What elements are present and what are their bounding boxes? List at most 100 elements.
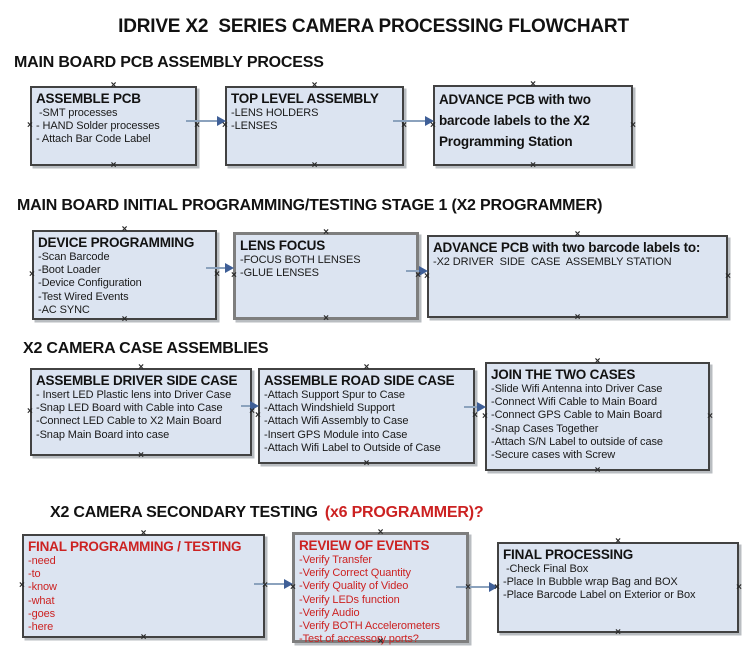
box-title: ASSEMBLE PCB <box>36 91 141 106</box>
box-item: -goes <box>28 607 56 620</box>
box-title: FINAL PROCESSING <box>503 547 634 562</box>
section-heading-secondary-testing-red: (x6 PROGRAMMER)? <box>324 504 484 521</box>
connector-handle-icon: × <box>363 362 370 373</box>
arrowhead-icon <box>477 402 486 412</box>
flow-arrow <box>456 582 498 592</box>
box-title: LENS FOCUS <box>240 238 326 253</box>
box-item: -Verify LEDs function <box>299 593 400 606</box>
box-item: -Verify Audio <box>299 606 360 619</box>
box-item: -Attach S/N Label to outside of case <box>491 435 663 448</box>
flow-box-advance-pcb-programming-station: ADVANCE PCB with two barcode labels to t… <box>430 80 636 171</box>
box-title: DEVICE PROGRAMMING <box>38 235 195 250</box>
box-item: -what <box>28 594 55 607</box>
box-items: -Check Final Box-Place In Bubble wrap Ba… <box>503 563 733 603</box>
connector-handle-icon: × <box>530 79 536 90</box>
box-item: -Verify Transfer <box>299 554 372 566</box>
section-heading-secondary-testing-black: X2 CAMERA SECONDARY TESTING <box>49 504 318 521</box>
box-item: -LENS HOLDERS <box>231 107 319 119</box>
section-heading-secondary-testing: X2 CAMERA SECONDARY TESTING (x6 PROGRAMME… <box>33 486 484 540</box>
arrowhead-icon <box>489 582 498 592</box>
box-item: -Snap Cases Together <box>491 422 599 435</box>
box-items: - Insert LED Plastic lens into Driver Ca… <box>36 389 246 442</box>
flow-box-join-the-two-cases: JOIN THE TWO CASES -Slide Wifi Antenna i… <box>482 357 713 476</box>
box-item: -SMT processes <box>36 107 118 119</box>
box-item: -Verify BOTH Accelerometers <box>299 620 440 633</box>
connector-handle-icon: × <box>736 581 742 593</box>
box-title: ADVANCE PCB with two barcode labels to: <box>433 240 701 255</box>
connector-handle-icon: × <box>707 410 713 422</box>
box-item: -AC SYNC <box>38 303 90 316</box>
connector-handle-icon: × <box>27 406 33 417</box>
box-item: -here <box>28 621 54 634</box>
arrowhead-icon <box>419 266 428 276</box>
connector-handle-icon: × <box>323 227 329 238</box>
box-item: -Snap LED Board with Cable into Case <box>36 402 223 415</box>
connector-handle-icon: × <box>140 632 147 643</box>
connector-handle-icon: × <box>377 636 384 647</box>
box-item: - Insert LED Plastic lens into Driver Ca… <box>36 389 232 401</box>
box-title: TOP LEVEL ASSEMBLY <box>231 91 379 106</box>
flow-arrow <box>464 402 486 412</box>
arrowhead-icon <box>250 401 259 411</box>
connector-handle-icon: × <box>472 410 478 421</box>
arrowhead-icon <box>425 116 434 126</box>
flow-arrow <box>393 116 434 126</box>
flow-box-review-of-events: REVIEW OF EVENTS -Verify Transfer-Verify… <box>290 527 471 647</box>
box-item: -Connect LED Cable to X2 Main Board <box>36 415 222 428</box>
box-item: -X2 DRIVER SIDE CASE ASSEMBLY STATION <box>433 256 672 268</box>
connector-handle-icon: × <box>594 356 601 367</box>
flow-box-assemble-road-side-case: ASSEMBLE ROAD SIDE CASE -Attach Support … <box>255 363 478 469</box>
connector-handle-icon: × <box>255 410 261 421</box>
box-item: -Connect GPS Cable to Main Board <box>491 409 663 422</box>
box-item: -Attach Windshield Support <box>264 402 395 415</box>
connector-handle-icon: × <box>138 362 144 373</box>
connector-handle-icon: × <box>110 160 117 171</box>
box-item: -to <box>28 568 41 581</box>
box-item: -Check Final Box <box>503 563 589 575</box>
connector-handle-icon: × <box>121 224 128 235</box>
section-heading-case-assemblies: X2 CAMERA CASE ASSEMBLIES <box>23 340 269 357</box>
connector-handle-icon: × <box>194 120 200 131</box>
connector-handle-icon: × <box>249 406 255 417</box>
connector-handle-icon: × <box>121 314 128 325</box>
flow-arrow <box>186 116 226 126</box>
flow-arrow <box>406 266 428 276</box>
box-item: - HAND Solder processes <box>36 120 160 133</box>
box-items: -Verify Transfer-Verify Correct Quantity… <box>299 554 462 646</box>
flow-box-final-programming-testing: FINAL PROGRAMMING / TESTING -need-to-kno… <box>19 529 268 643</box>
box-item: -Verify Quality of Video <box>299 580 409 593</box>
connector-handle-icon: × <box>231 270 237 281</box>
box-item: -Scan Barcode <box>38 251 110 263</box>
flow-box-top-level-assembly: TOP LEVEL ASSEMBLY -LENS HOLDERS-LENSES … <box>222 81 407 171</box>
box-title: ADVANCE PCB with two barcode labels to t… <box>439 92 591 149</box>
connector-handle-icon: × <box>401 120 407 131</box>
flow-box-lens-focus: LENS FOCUS -FOCUS BOTH LENSES-GLUE LENSE… <box>231 227 421 324</box>
connector-handle-icon: × <box>262 580 268 591</box>
box-item: -Slide Wifi Antenna into Driver Case <box>491 383 663 395</box>
connector-handle-icon: × <box>630 119 636 131</box>
box-item: -Snap Main Board into case <box>36 428 170 441</box>
connector-handle-icon: × <box>725 270 731 282</box>
flow-box-device-programming: DEVICE PROGRAMMING -Scan Barcode-Boot Lo… <box>29 225 220 325</box>
box-item: -GLUE LENSES <box>240 267 319 280</box>
box-item: -Connect Wifi Cable to Main Board <box>491 396 658 409</box>
connector-handle-icon: × <box>465 581 471 593</box>
connector-handle-icon: × <box>311 160 318 171</box>
arrowhead-icon <box>217 116 226 126</box>
box-items: -SMT processes- HAND Solder processes- A… <box>36 107 191 147</box>
flow-box-final-processing: FINAL PROCESSING -Check Final Box-Place … <box>494 537 742 638</box>
box-item: -need <box>28 555 56 567</box>
section-heading-initial-programming: MAIN BOARD INITIAL PROGRAMMING/TESTING S… <box>17 197 603 214</box>
box-item: -Verify Correct Quantity <box>299 567 411 580</box>
connector-handle-icon: × <box>214 269 220 280</box>
connector-handle-icon: × <box>430 119 436 131</box>
box-items: -need-to-know-what-goes-here <box>28 555 259 634</box>
box-item: - Attach Bar Code Label <box>36 133 151 146</box>
flow-box-assemble-driver-side-case: ASSEMBLE DRIVER SIDE CASE - Insert LED P… <box>27 363 255 461</box>
box-items: -LENS HOLDERS-LENSES <box>231 107 398 133</box>
section-heading-main-board-pcb: MAIN BOARD PCB ASSEMBLY PROCESS <box>14 54 324 71</box>
flow-arrow <box>254 579 293 589</box>
connector-handle-icon: × <box>377 527 384 538</box>
connector-handle-icon: × <box>110 80 117 91</box>
